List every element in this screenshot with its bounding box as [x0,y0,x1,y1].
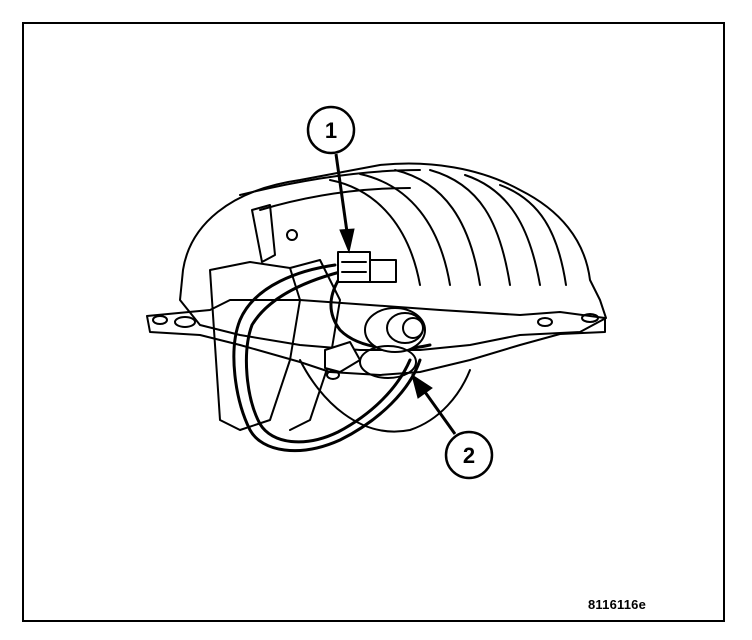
runner-1 [329,179,421,286]
manifold-flange [146,299,606,376]
callout-1-label: 1 [325,118,337,143]
runner-2 [359,173,451,286]
callout-2-label: 2 [463,443,475,468]
manifold-body [179,162,607,351]
sensor-connector [337,251,371,283]
runner-4 [429,169,511,286]
runner-5 [464,174,541,286]
runner-3 [394,169,481,286]
small-valve [324,341,361,373]
callout-2: 2 [411,373,494,480]
bracket [251,204,276,263]
figure-id: 8116116e [588,597,647,612]
wire-harness [232,263,422,453]
callout-1: 1 [306,105,356,254]
runner-6 [499,184,567,286]
